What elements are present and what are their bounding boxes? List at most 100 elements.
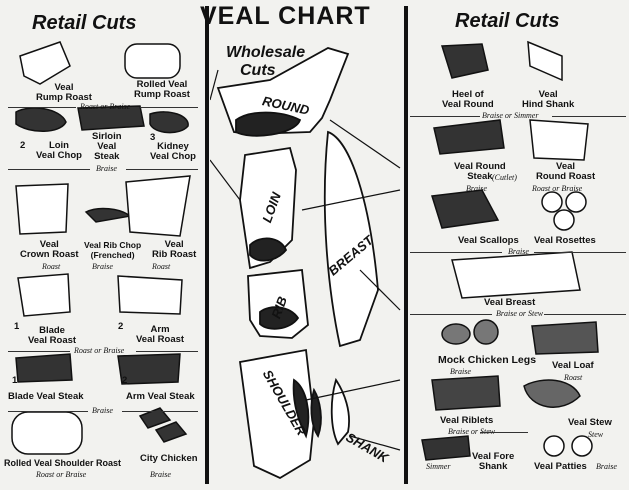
left-divider-line	[205, 6, 209, 484]
right-method-2a: Braise	[466, 184, 487, 193]
rosette-shape-2	[565, 191, 587, 213]
label-veal-stew: Veal Stew	[568, 417, 612, 428]
method-2: Braise	[96, 164, 117, 173]
right-method-6: Braise or Stew	[448, 427, 496, 436]
rib-face	[259, 306, 300, 330]
left-cuts-illustrations	[11, 41, 191, 455]
label-rolled-shoulder: Rolled Veal Shoulder Roast	[4, 458, 122, 468]
num-2b: 2	[118, 321, 124, 332]
veal-stew-shape	[523, 379, 581, 408]
round-steak-shape	[433, 119, 505, 155]
label-rolled-rump: Rolled Veal Rump Roast	[134, 79, 190, 100]
num-1: 1	[14, 321, 20, 332]
round-face	[235, 111, 302, 137]
heel-shape	[440, 43, 489, 79]
label-fore-shank: Veal Fore Shank	[472, 451, 515, 472]
label-veal-breast: Veal Breast	[484, 297, 536, 308]
right-method-5a: Braise	[450, 367, 471, 376]
right-method-5b: Roast	[564, 373, 583, 382]
right-method-7: Stew	[588, 430, 604, 439]
right-method-1: Braise or Simmer	[482, 111, 539, 120]
right-heading: Retail Cuts	[455, 10, 560, 32]
label-crown-roast: Veal Crown Roast	[20, 239, 79, 260]
right-cuts-illustrations	[421, 40, 599, 461]
label-blade-steak: Blade Veal Steak	[8, 391, 84, 402]
kidney-chop-shape	[149, 111, 189, 134]
round-roast-shape	[529, 119, 589, 161]
label-rib-roast: Veal Rib Roast	[152, 239, 197, 260]
divider	[480, 432, 528, 433]
label-rosettes: Veal Rosettes	[534, 235, 596, 246]
chart-title: VEAL CHART	[200, 2, 371, 30]
rosette-shape-1	[541, 191, 563, 213]
divider	[534, 252, 626, 253]
shank-face	[310, 387, 322, 438]
method-4: Roast or Braise	[74, 346, 125, 355]
wholesale-cuts-diagram	[210, 47, 401, 480]
label-kidney-chop: Kidney Veal Chop	[150, 141, 196, 162]
method-3a: Roast	[42, 262, 61, 271]
method-3c: Roast	[152, 262, 171, 271]
divider	[126, 169, 198, 170]
right-method-4: Braise or Stew	[496, 309, 544, 318]
mock-chicken-shape-2	[473, 319, 499, 345]
divider	[122, 411, 198, 412]
scallops-shape	[431, 189, 500, 229]
loin-face	[249, 237, 288, 262]
method-1: Roast or Braise	[80, 102, 131, 111]
right-method-3: Braise	[508, 247, 529, 256]
patty-shape-2	[571, 435, 593, 457]
num-2: 2	[20, 140, 26, 151]
label-cutlet: (Cutlet)	[492, 173, 517, 182]
mock-chicken-shape-1	[441, 323, 471, 345]
label-round-roast: Veal Round Roast	[536, 161, 596, 182]
divider	[410, 116, 480, 117]
label-arm-roast: Arm Veal Roast	[136, 324, 185, 345]
riblets-shape	[431, 375, 501, 411]
right-method-8a: Simmer	[426, 462, 451, 471]
divider	[8, 169, 90, 170]
shank-cut	[330, 377, 350, 446]
rolled-rump-shape	[124, 43, 181, 79]
divider	[552, 116, 626, 117]
right-method-2b: Roast or Braise	[532, 184, 583, 193]
arm-roast-shape	[117, 275, 183, 315]
arm-steak-shape	[117, 353, 181, 385]
label-veal-patties: Veal Patties	[534, 461, 587, 472]
label-scallops: Veal Scallops	[458, 235, 519, 246]
wholesale-heading-2: Cuts	[240, 62, 276, 79]
label-arm-steak: Arm Veal Steak	[126, 391, 195, 402]
city-chicken-shape	[138, 407, 172, 429]
label-sirloin: Sirloin Veal Steak	[92, 131, 122, 162]
divider	[136, 351, 198, 352]
blade-steak-shape	[15, 353, 73, 383]
blade-roast-shape	[17, 273, 71, 317]
divider	[410, 252, 502, 253]
right-method-8b: Braise	[596, 462, 617, 471]
label-riblets: Veal Riblets	[440, 415, 494, 426]
left-heading: Retail Cuts	[32, 12, 137, 34]
veal-breast-shape	[451, 251, 581, 299]
fore-shank-shape	[421, 435, 471, 461]
num-3: 3	[150, 132, 156, 143]
sirloin-steak-shape	[77, 105, 145, 131]
method-3b: Braise	[92, 262, 113, 271]
breast-cut	[323, 130, 379, 348]
divider	[8, 107, 76, 108]
label-blade-roast: Blade Veal Roast	[28, 325, 77, 346]
label-city-chicken: City Chicken	[140, 453, 198, 464]
label-mock-chicken: Mock Chicken Legs	[438, 354, 537, 366]
city-chicken-shape-2	[154, 421, 188, 443]
method-6b: Braise	[150, 470, 171, 479]
divider	[8, 411, 88, 412]
label-heel: Heel of Veal Round	[442, 89, 494, 110]
rib-roast-shape	[125, 175, 191, 237]
rump-roast-shape	[19, 41, 71, 85]
label-round-steak: Veal Round Steak	[454, 161, 506, 182]
divider	[544, 314, 626, 315]
loin-chop-shape	[15, 107, 67, 132]
method-6a: Roast or Braise	[36, 470, 87, 479]
label-loin-chop: Loin Veal Chop	[36, 140, 82, 161]
patty-shape-1	[543, 435, 565, 457]
shoulder-face	[292, 378, 310, 439]
